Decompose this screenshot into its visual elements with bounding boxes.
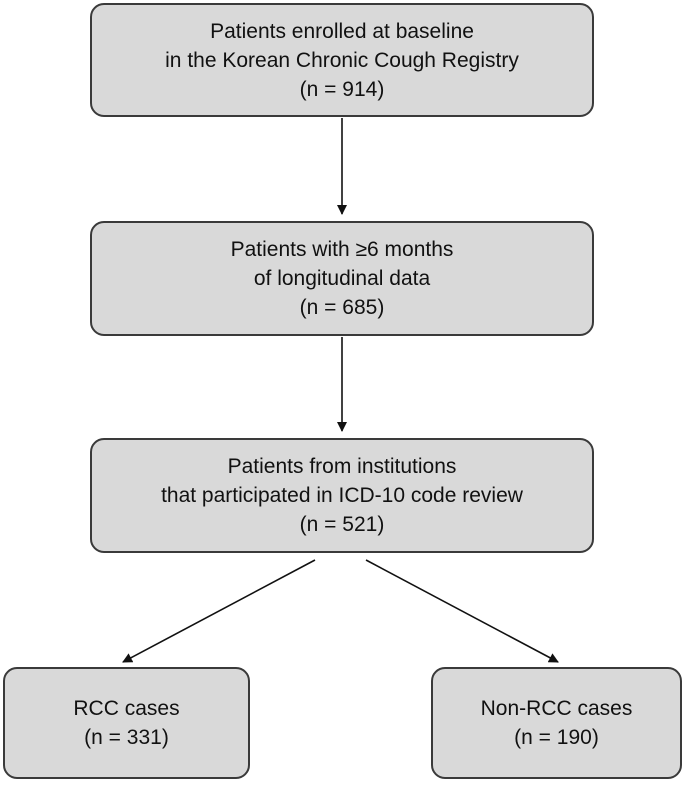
longitudinal-line1: Patients with ≥6 months (230, 238, 454, 261)
enrolled-count: (n = 914) (299, 77, 385, 101)
longitudinal-line2: of longitudinal data (253, 267, 431, 290)
non-rcc-cases-box: Non-RCC cases (n = 190) (431, 667, 682, 779)
icd-review-box: Patients from institutions that particip… (90, 438, 594, 553)
enrolled-box: Patients enrolled at baseline in the Kor… (90, 3, 594, 117)
enrolled-line1: Patients enrolled at baseline (210, 19, 474, 43)
non-rcc-label: Non-RCC cases (480, 697, 633, 720)
icd-review-line2: that participated in ICD-10 code review (161, 484, 523, 507)
longitudinal-count: (n = 685) (299, 296, 385, 319)
icd-review-count: (n = 521) (299, 513, 385, 536)
arrow-icd-review-to-non-rcc (365, 559, 559, 663)
rcc-count: (n = 331) (84, 726, 169, 749)
arrow-icd-review-to-rcc (122, 559, 316, 663)
rcc-cases-box: RCC cases (n = 331) (3, 667, 250, 779)
non-rcc-count: (n = 190) (514, 726, 599, 749)
longitudinal-box: Patients with ≥6 months of longitudinal … (90, 221, 594, 336)
icd-review-line1: Patients from institutions (227, 455, 457, 478)
rcc-label: RCC cases (73, 697, 180, 720)
enrolled-line2: in the Korean Chronic Cough Registry (165, 48, 519, 72)
